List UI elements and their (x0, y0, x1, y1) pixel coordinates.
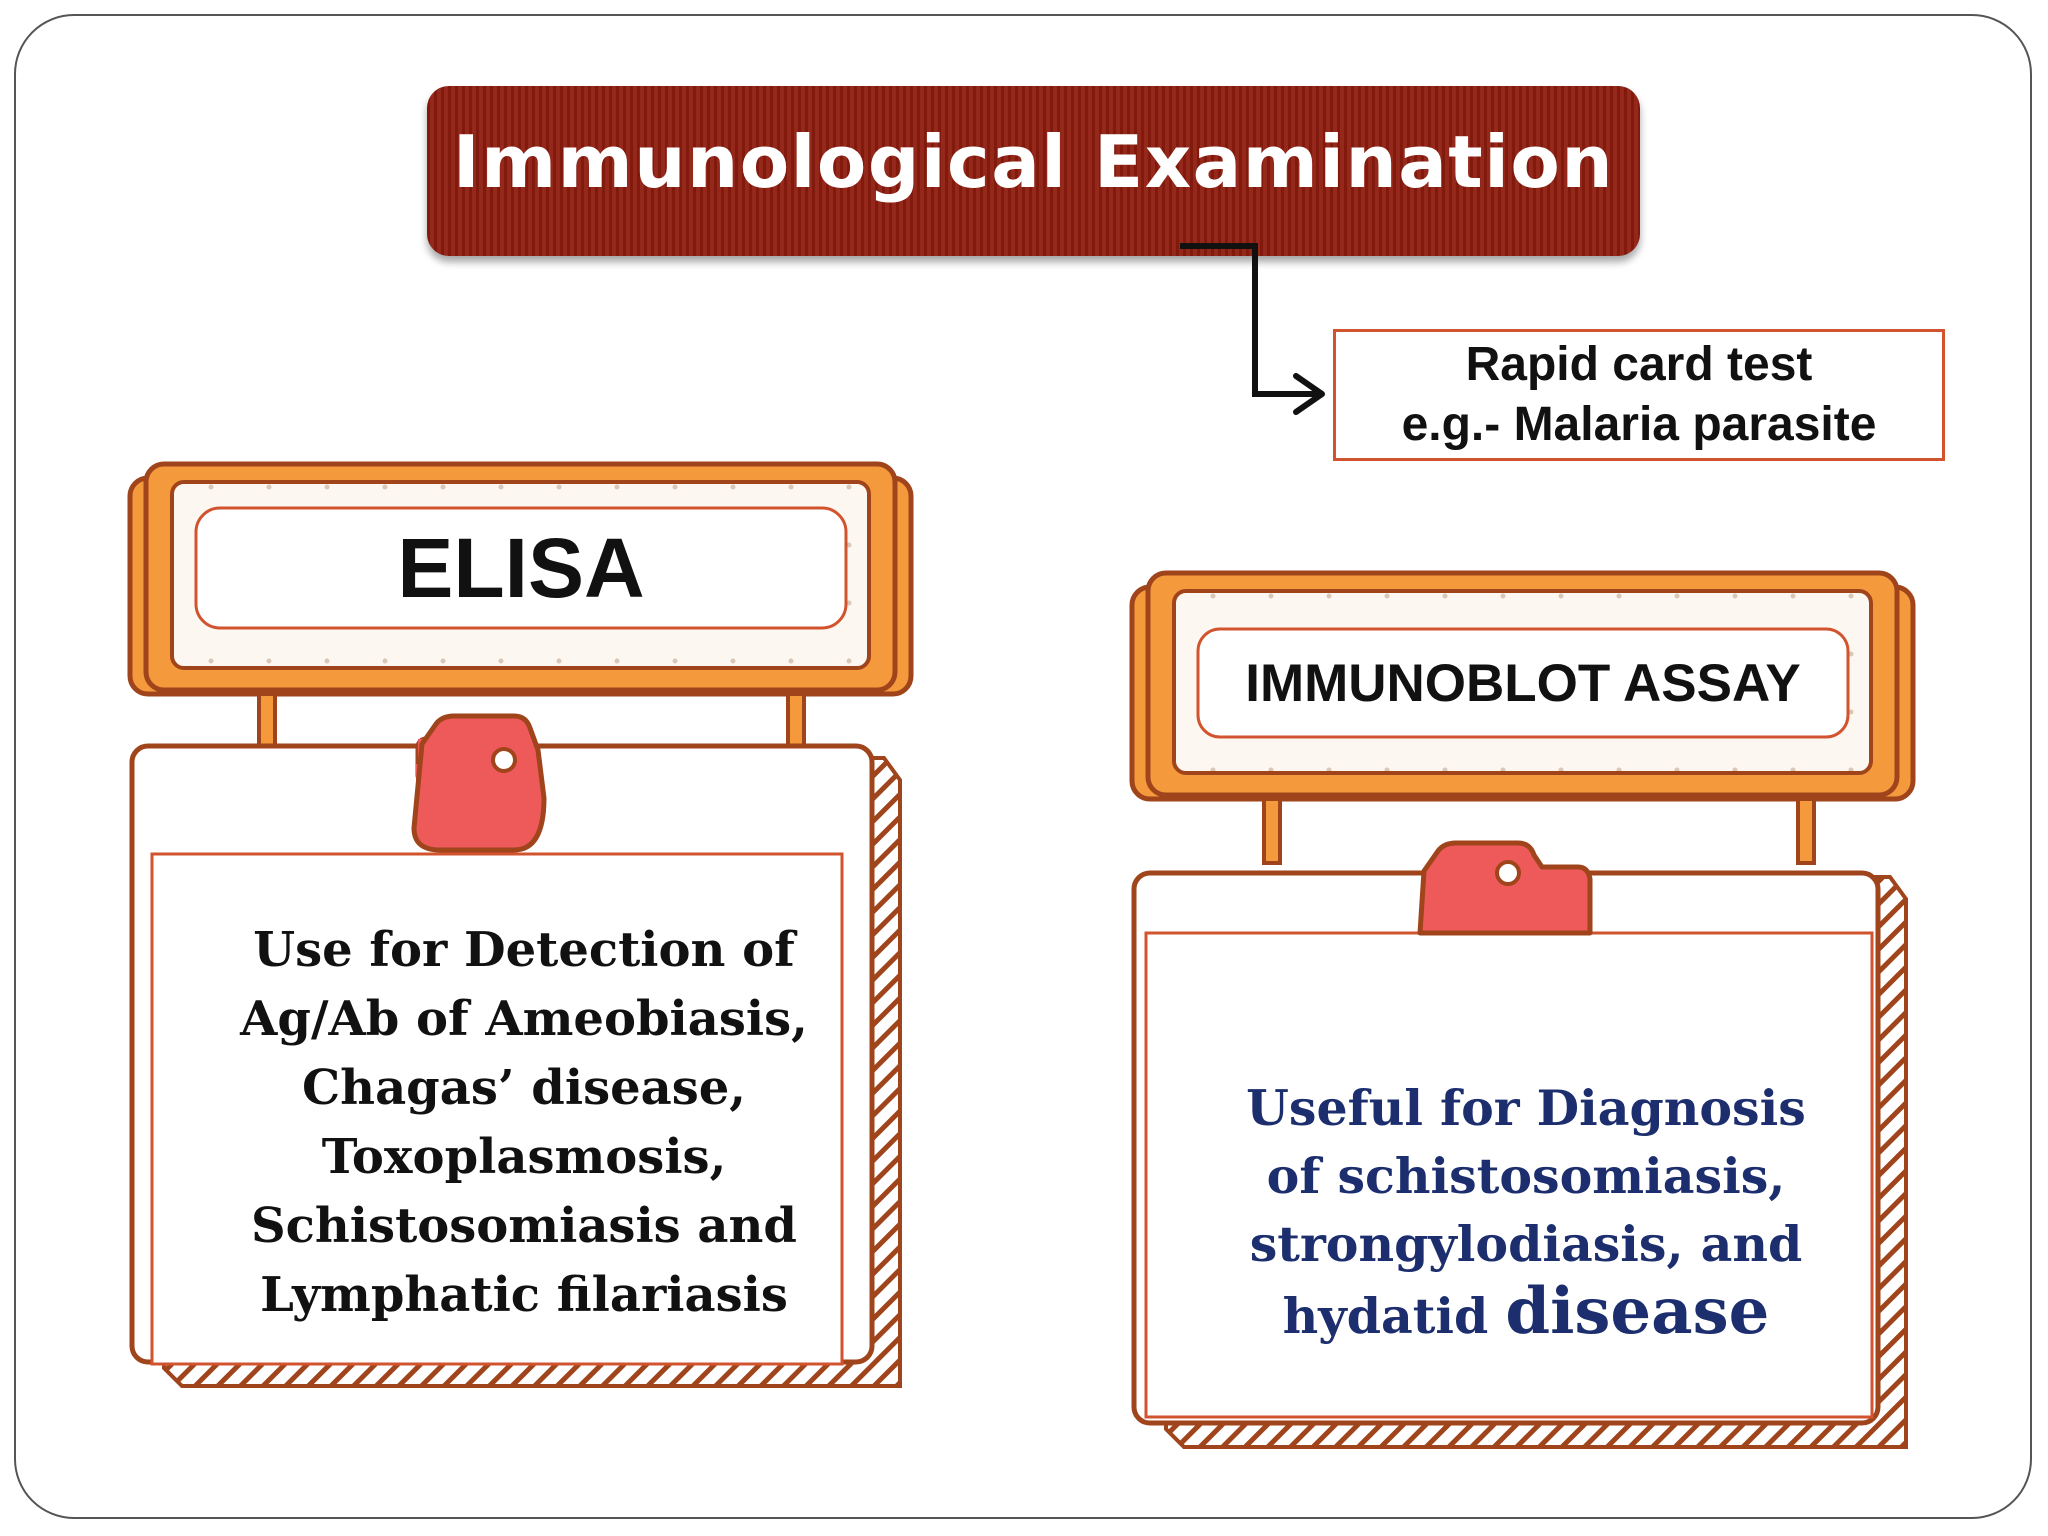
immunoblot-last-prefix: hydatid (1282, 1287, 1489, 1345)
immunoblot-line: hydatid disease (1283, 1278, 1770, 1350)
elisa-board: ELISA Use for Detection of Ag/Ab of Ameo… (124, 458, 917, 1400)
immunoblot-label: IMMUNOBLOT ASSAY (1245, 653, 1801, 713)
elisa-label: ELISA (397, 520, 645, 615)
rapid-card-box: Rapid card test e.g.- Malaria parasite (1333, 329, 1945, 461)
elisa-description: Use for Detection of Ag/Ab of Ameobiasis… (154, 898, 894, 1348)
elisa-line: Chagas’ disease, (301, 1060, 747, 1116)
immunoblot-last-word: disease (1505, 1274, 1770, 1349)
rapid-card-title: Rapid card test (1465, 338, 1813, 391)
title-banner: Immunological Examination (427, 86, 1640, 256)
elisa-line: Use for Detection of (253, 922, 795, 978)
immunoblot-line: of schistosomiasis, (1266, 1147, 1786, 1205)
elisa-board-illustration (127, 461, 914, 1388)
title-text: Immunological Examination (452, 120, 1615, 204)
immunoblot-board-illustration (1129, 570, 1916, 1449)
immunoblot-board: IMMUNOBLOT ASSAY Useful for Diagnosis of… (1126, 567, 1919, 1455)
immunoblot-line: strongylodiasis, and (1249, 1215, 1803, 1273)
immunoblot-line: Useful for Diagnosis (1246, 1079, 1806, 1137)
rapid-card-example: e.g.- Malaria parasite (1401, 398, 1877, 451)
elisa-line: Schistosomiasis and (251, 1198, 797, 1254)
elisa-line: Toxoplasmosis, (321, 1129, 727, 1185)
immunoblot-description: Useful for Diagnosis of schistosomiasis,… (1146, 992, 1906, 1432)
elisa-line: Ag/Ab of Ameobiasis, (240, 991, 808, 1047)
elisa-line: Lymphatic filariasis (260, 1267, 788, 1323)
